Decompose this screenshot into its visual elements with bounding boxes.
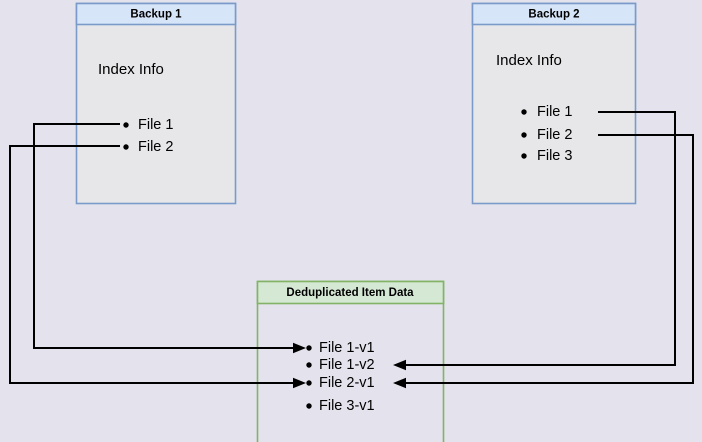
arrowhead-file2v1-left <box>293 377 306 389</box>
connector-backup1-file1-to-file1v1 <box>33 123 306 354</box>
backup1-title: Backup 1 <box>130 9 182 21</box>
dedup-item-file-1-v1: File 1-v1 <box>319 340 375 356</box>
backup2-item-file-3: File 3 <box>537 148 572 164</box>
dedup-item-file-1-v2: File 1-v2 <box>319 357 375 373</box>
backup2-title: Backup 2 <box>528 9 579 21</box>
arrowhead-file1v1-left <box>293 342 306 354</box>
backup2-box[interactable]: Backup 2 Index Info File 1 File 2 File 3 <box>471 2 637 205</box>
backup2-bullet-2 <box>521 153 527 159</box>
backup1-header <box>75 2 237 26</box>
dedup-bullet-2 <box>306 380 312 386</box>
connector-backup2-file2-to-file2v1 <box>393 134 694 389</box>
backup1-item-file-1: File 1 <box>138 117 173 133</box>
backup2-section-label: Index Info <box>496 52 562 69</box>
dedup-bullet-1 <box>306 362 312 368</box>
backup1-item-file-2: File 2 <box>138 139 173 155</box>
backup1-bullet-0 <box>123 122 129 128</box>
backup1-box[interactable]: Backup 1 Index Info File 1 File 2 <box>75 2 237 205</box>
backup2-bullet-1 <box>521 132 527 138</box>
backup2-body <box>471 2 637 205</box>
backup2-item-file-2: File 2 <box>537 127 572 143</box>
backup2-bullet-0 <box>521 109 527 115</box>
arrowhead-file2v1-right <box>393 377 406 389</box>
arrowhead-file1v2-right <box>393 359 406 371</box>
backup1-section-label: Index Info <box>98 61 164 78</box>
backup2-header <box>471 2 637 26</box>
backup1-body <box>75 2 237 205</box>
dedup-title: Deduplicated Item Data <box>286 287 414 299</box>
backup2-item-file-1: File 1 <box>537 104 572 120</box>
backup1-bullet-1 <box>123 144 129 150</box>
connector-backup1-file2-to-file2v1 <box>9 145 306 389</box>
dedup-header <box>256 280 445 305</box>
dedup-item-file-3-v1: File 3-v1 <box>319 398 375 414</box>
dedup-item-file-2-v1: File 2-v1 <box>319 375 375 391</box>
connector-backup2-file1-to-file1v2 <box>393 111 676 371</box>
dedup-box[interactable]: Deduplicated Item Data File 1-v1 File 1-… <box>256 280 445 442</box>
dedup-bullet-0 <box>306 345 312 351</box>
dedup-bullet-3 <box>306 403 312 409</box>
